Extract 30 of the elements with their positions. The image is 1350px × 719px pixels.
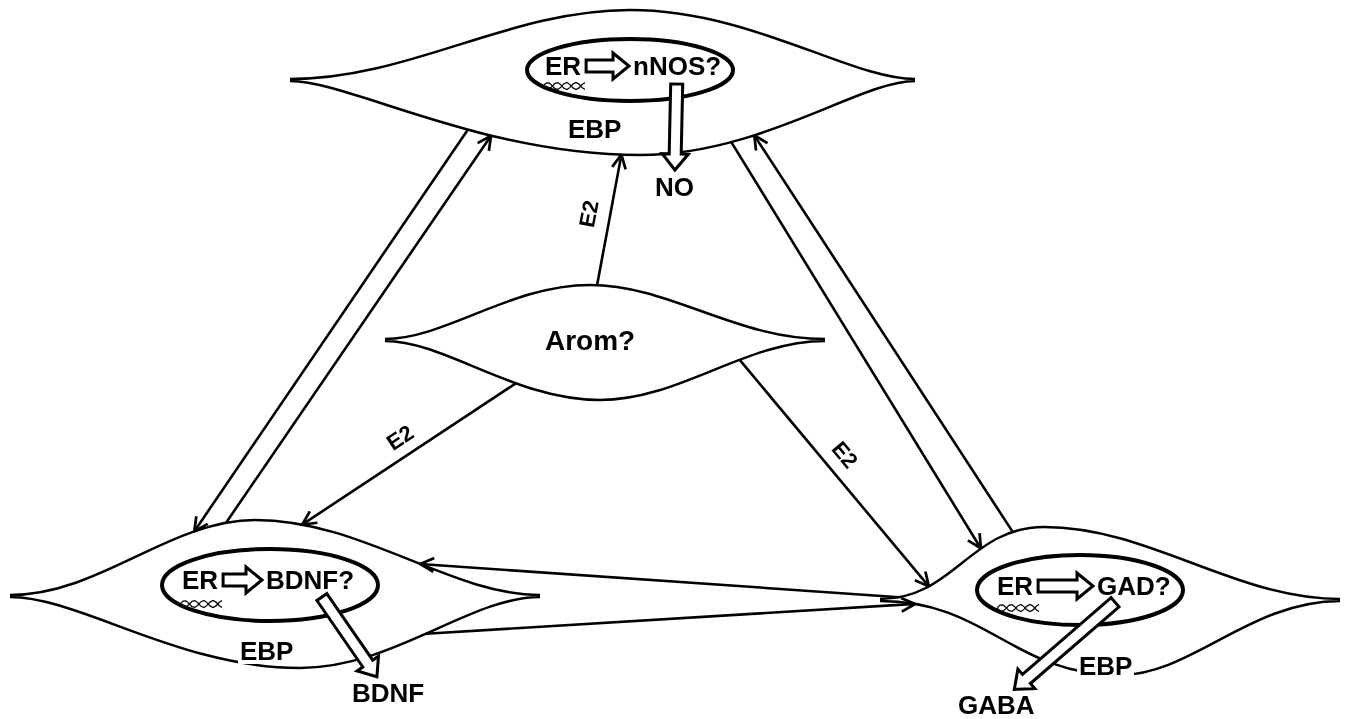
cell-label: Arom? — [545, 327, 636, 355]
hollow-arrow — [584, 49, 632, 83]
hollow-arrow — [221, 563, 265, 597]
nucleus-ellipse — [525, 37, 735, 103]
molecule-label: GABA — [958, 692, 1035, 718]
hollow-arrow — [1012, 595, 1122, 691]
hollow-arrow — [1036, 569, 1096, 603]
molecule-label: NO — [655, 174, 694, 200]
arrow — [738, 358, 931, 588]
arrow — [300, 382, 517, 526]
molecule-label: nNOS? — [633, 53, 722, 79]
arrow — [192, 128, 469, 533]
nucleus-ellipse — [975, 553, 1185, 627]
arrow — [752, 134, 1014, 533]
molecule-label: BDNF — [352, 680, 425, 706]
hollow-arrow — [314, 591, 381, 679]
arrow — [730, 141, 983, 550]
molecule-label: GAD? — [1097, 573, 1171, 599]
neuron-cell — [290, 8, 915, 158]
arrow — [425, 596, 917, 636]
arrow — [595, 153, 627, 286]
arrow — [418, 556, 900, 599]
molecule-label: ER — [545, 53, 582, 79]
molecule-label: BDNF? — [266, 567, 355, 593]
molecule-label: ER — [997, 573, 1034, 599]
hollow-arrow — [659, 82, 692, 173]
molecule-label: ER — [182, 567, 219, 593]
nucleus-ellipse — [160, 547, 380, 623]
arrow — [225, 134, 493, 524]
neuron-cell — [385, 283, 825, 402]
